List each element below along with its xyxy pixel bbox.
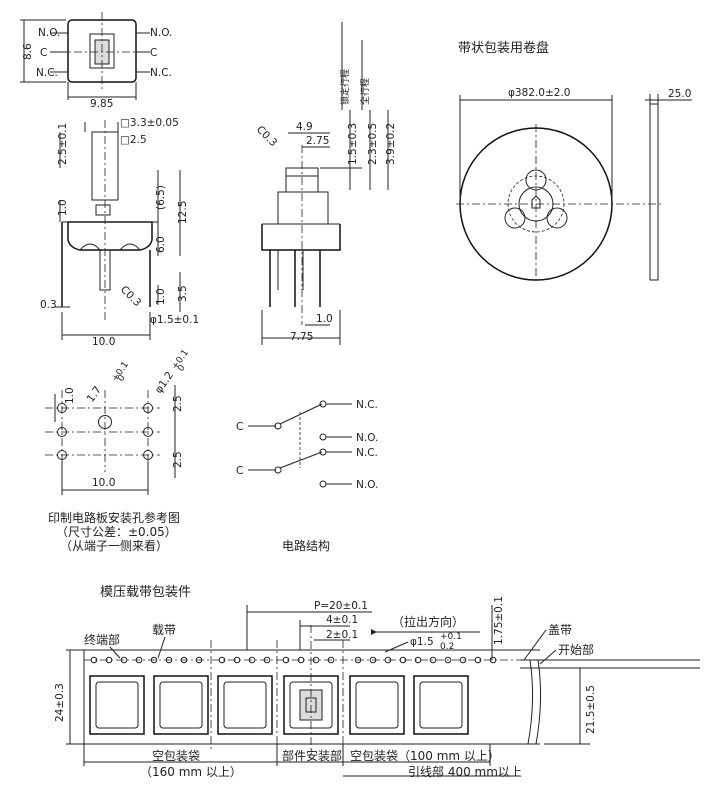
pcb-d3: φ1.2 <box>153 369 176 395</box>
top-view: N.O. C N.C. N.O. C N.C. 8.6 9.85 <box>20 12 172 110</box>
pcb-d4: 2.5 <box>172 395 184 412</box>
side-w2: 2.75 <box>306 135 329 147</box>
side-w3: 1.0 <box>316 313 333 325</box>
top-no-right-label: N.O. <box>150 27 172 39</box>
reel-title: 带状包装用卷盘 <box>458 40 549 56</box>
front-view: □3.3±0.05 □2.5 2.5±0.1 1.0 (6.5) 12.5 6.… <box>40 117 199 348</box>
tape-empty1: 空包装袋 <box>152 749 200 763</box>
pcb-d5: 2.5 <box>172 451 184 468</box>
reel-width: 25.0 <box>668 88 691 100</box>
front-dim-d4: (6.5) <box>155 185 167 210</box>
tape-empty2: 空包装袋（100 mm 以上） <box>350 749 500 763</box>
top-c-right-label: C <box>150 47 157 59</box>
tape-cover-label: 盖带 <box>548 623 572 637</box>
circuit-structure: C C N.C. N.O. N.C. N.O. 电路结构 <box>236 399 378 553</box>
front-dim-d13: 10.0 <box>92 336 115 348</box>
top-nc-right-label: N.C. <box>150 67 172 79</box>
front-dim-d2: □2.5 <box>120 134 147 146</box>
tape-sprocket-holes <box>90 656 497 664</box>
reel-view: 带状包装用卷盘 φ382.0±2.0 25.0 <box>456 40 692 284</box>
top-nc-left-label: N.C. <box>36 67 58 79</box>
pcb-d2: 1.7 <box>85 384 104 405</box>
tape-direction: （拉出方向） <box>392 614 464 629</box>
tape-d175: 1.75±0.1 <box>493 596 505 645</box>
circuit-c1: C <box>236 421 243 433</box>
circuit-no2: N.O. <box>356 479 378 491</box>
front-dim-d10: 0.3 <box>40 299 57 311</box>
front-dim-d12: φ1.5±0.1 <box>150 314 199 326</box>
tape-p4: 4±0.1 <box>326 614 358 626</box>
pcb-caption1: 印制电路板安装孔参考图 <box>48 510 180 525</box>
tape-hole-tol2: 0.2 <box>440 642 454 652</box>
pcb-d6: 10.0 <box>92 477 115 489</box>
side-travel1: 锁定行程 <box>339 69 351 105</box>
tape-pockets <box>89 675 469 735</box>
front-dim-d7: 6.0 <box>155 236 167 253</box>
circuit-c2: C <box>236 465 243 477</box>
front-dim-d5: 12.5 <box>177 201 189 224</box>
side-view: C0.3 4.9 2.75 1.5±0.3 2.3±0.5 3.9±0.2 锁定… <box>254 22 397 345</box>
pcb-d3-tol0: 0 <box>176 363 188 374</box>
tape-h215: 21.5±0.5 <box>585 685 597 734</box>
top-c-left-label: C <box>40 47 47 59</box>
circuit-no1: N.O. <box>356 432 378 444</box>
tape-empty1-len: （160 mm 以上） <box>140 765 242 779</box>
front-dim-d1: □3.3±0.05 <box>120 117 179 129</box>
tape-package: 模压载带包装件 <box>54 585 700 779</box>
tape-parts: 部件安装部 <box>282 748 342 763</box>
side-h2: 2.3±0.5 <box>367 123 379 165</box>
front-dim-d8: 3.5 <box>177 285 189 302</box>
circuit-caption: 电路结构 <box>282 538 330 553</box>
front-dim-d6: 1.0 <box>57 199 69 216</box>
front-dim-d9: 1.0 <box>155 288 167 305</box>
top-no-left-label: N.O. <box>38 27 60 39</box>
side-w4: 7.75 <box>290 331 313 343</box>
tape-leader: 引线部 400 mm以上 <box>408 764 522 779</box>
tape-hole: φ1.5 <box>410 636 434 648</box>
pcb-d2-tol0: 0 <box>116 373 128 384</box>
tape-start-label: 开始部 <box>558 642 594 657</box>
pcb-layout: 1.0 1.7 +0.1 0 φ1.2 +0.1 0 2.5 2.5 10.0 … <box>45 348 191 553</box>
pcb-caption3: （从端子一侧来看） <box>60 539 168 553</box>
side-h1: 1.5±0.3 <box>347 123 359 165</box>
tape-hole-tol1: +0.1 <box>440 632 462 642</box>
side-w1: 4.9 <box>296 121 313 133</box>
front-dim-d11: C0.3 <box>118 284 143 309</box>
circuit-nc2: N.C. <box>356 447 378 459</box>
tape-p2: 2±0.1 <box>326 629 358 641</box>
pcb-d1: 1.0 <box>64 387 76 404</box>
circuit-nc1: N.C. <box>356 399 378 411</box>
side-h3: 3.9±0.2 <box>385 123 397 165</box>
tape-end-label: 终端部 <box>84 632 120 647</box>
front-dim-d3: 2.5±0.1 <box>57 123 69 165</box>
tape-pitch: P=20±0.1 <box>314 600 368 612</box>
top-width-dim: 9.85 <box>90 98 113 110</box>
side-travel2: 全行程 <box>359 78 371 105</box>
pcb-caption2: （尺寸公差：±0.05） <box>56 525 177 539</box>
tape-h24: 24±0.3 <box>54 683 66 722</box>
tape-title: 模压载带包装件 <box>100 585 191 600</box>
side-c03: C0.3 <box>254 124 279 149</box>
tape-carrier-label: 载带 <box>152 623 176 637</box>
top-height-dim: 8.6 <box>22 43 34 60</box>
reel-diameter: φ382.0±2.0 <box>508 87 570 99</box>
